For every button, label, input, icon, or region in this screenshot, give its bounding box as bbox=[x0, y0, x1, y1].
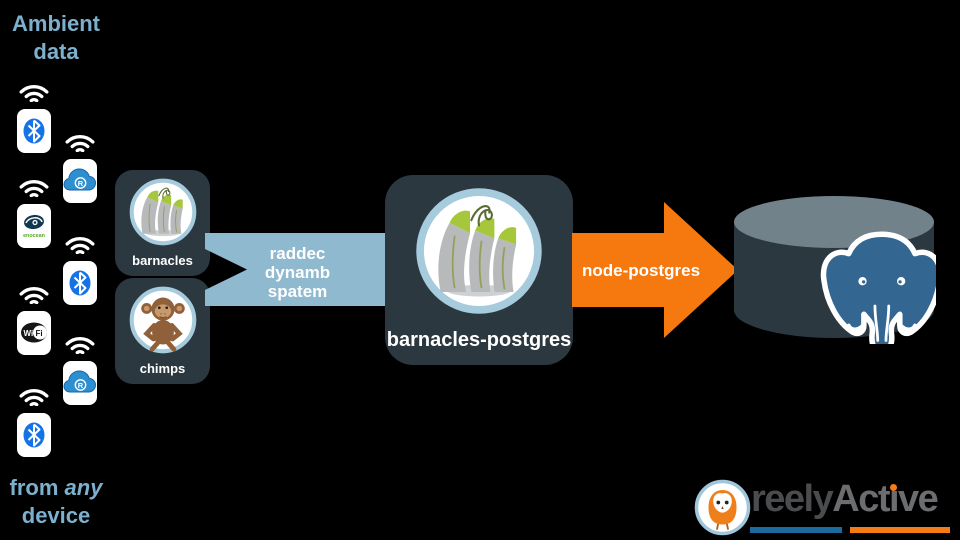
barnacles-icon bbox=[129, 178, 197, 246]
from-any-line2: device bbox=[21, 503, 91, 528]
logo-orange-underline bbox=[850, 527, 950, 533]
node-postgres-arrow-label: node-postgres bbox=[581, 261, 701, 280]
wifi-signal-icon bbox=[17, 384, 51, 406]
reelyactive-wordmark: reelyActıve bbox=[751, 478, 939, 520]
ambient-data-label: Ambient data bbox=[3, 10, 109, 66]
events-arrow-line1: raddec bbox=[269, 244, 326, 263]
wifi-signal-icon bbox=[17, 80, 51, 102]
wifi-signal-icon bbox=[17, 175, 51, 197]
bluetooth-badge-icon bbox=[16, 412, 52, 458]
reelyactive-logo: reelyActıve bbox=[694, 478, 956, 538]
barnacles-icon bbox=[415, 187, 543, 315]
from-any-device-label: from any device bbox=[3, 474, 109, 530]
device-bluetooth bbox=[14, 384, 54, 458]
bluetooth-badge-icon bbox=[16, 108, 52, 154]
enocean-badge-icon bbox=[16, 203, 52, 249]
events-arrow-label: raddec dynamb spatem bbox=[215, 244, 380, 301]
monkey-icon bbox=[129, 286, 197, 354]
wifi-alliance-badge-icon bbox=[16, 310, 52, 356]
ambient-data-line2: data bbox=[33, 39, 79, 64]
module-barnacles-postgres-label: barnacles-postgres bbox=[386, 329, 572, 351]
postgres-database bbox=[734, 196, 936, 344]
bluetooth-badge-icon bbox=[62, 260, 98, 306]
ambient-data-line1: Ambient bbox=[12, 11, 100, 36]
node-postgres-arrow bbox=[572, 202, 738, 338]
device-bluetooth bbox=[60, 232, 100, 306]
events-arrow-line3: spatem bbox=[267, 282, 328, 301]
wifi-signal-icon bbox=[63, 232, 97, 254]
events-arrow bbox=[205, 233, 390, 306]
wifi-signal-icon bbox=[63, 332, 97, 354]
device-enocean bbox=[14, 175, 54, 249]
events-arrow-line2: dynamb bbox=[264, 263, 331, 282]
reelyactive-cloud-badge-icon bbox=[62, 158, 98, 204]
module-barnacles-postgres: barnacles-postgres bbox=[385, 175, 573, 365]
device-bluetooth bbox=[14, 80, 54, 154]
module-barnacles: barnacles bbox=[115, 170, 210, 276]
wifi-signal-icon bbox=[17, 282, 51, 304]
reelyactive-cloud-badge-icon bbox=[62, 360, 98, 406]
logo-blue-underline bbox=[750, 527, 842, 533]
module-chimps: chimps bbox=[115, 278, 210, 384]
device-reelyactive-cloud bbox=[60, 130, 100, 204]
wifi-signal-icon bbox=[63, 130, 97, 152]
device-wifi-alliance bbox=[14, 282, 54, 356]
device-reelyactive-cloud bbox=[60, 332, 100, 406]
owl-icon bbox=[694, 479, 751, 536]
module-chimps-label: chimps bbox=[139, 361, 186, 376]
from-any-line1: from any bbox=[9, 475, 103, 500]
module-barnacles-label: barnacles bbox=[132, 253, 193, 268]
